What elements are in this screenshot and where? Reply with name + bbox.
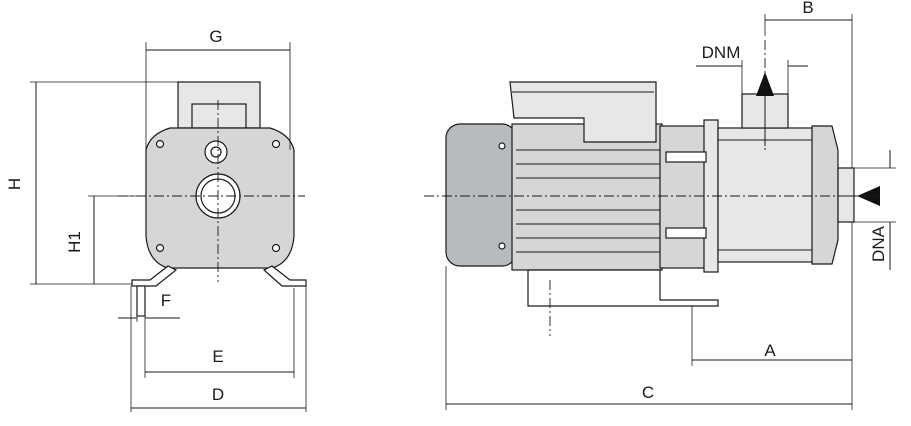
label-H: H — [5, 178, 24, 190]
side-dimensions — [445, 14, 896, 410]
front-left-foot — [131, 265, 178, 287]
motor-body — [511, 123, 663, 271]
pump-tie-rod-bottom — [665, 227, 707, 239]
label-G: G — [209, 27, 222, 46]
suction-arrow-icon — [857, 186, 880, 206]
label-A: A — [764, 341, 776, 360]
label-DNM: DNM — [702, 43, 741, 62]
label-F: F — [161, 291, 171, 310]
terminal-box — [509, 81, 657, 143]
label-H1: H1 — [65, 231, 84, 253]
side-view — [424, 40, 880, 336]
front-dimensions — [30, 42, 307, 412]
front-bolt-bl — [155, 243, 165, 253]
motor-bolt-bottom — [498, 242, 506, 250]
front-upper-port-inner — [210, 146, 222, 158]
suction-port — [837, 167, 855, 223]
label-C: C — [642, 383, 654, 402]
pump-adaptor — [659, 125, 711, 269]
label-B: B — [802, 0, 813, 17]
motor-bolt-top — [498, 142, 506, 150]
pump-tie-rod-top — [665, 151, 707, 163]
pump-end-cap — [811, 125, 839, 265]
front-discharge-flange — [191, 103, 247, 129]
label-DNA: DNA — [869, 225, 888, 262]
front-bolt-tl — [155, 139, 165, 149]
pump-stage-body — [717, 127, 815, 263]
motor-bracket — [527, 269, 719, 307]
front-foot-tab — [136, 285, 146, 317]
front-bolt-br — [271, 243, 281, 253]
front-right-foot — [262, 265, 307, 287]
label-D: D — [212, 385, 224, 404]
front-view — [118, 81, 307, 317]
label-E: E — [212, 347, 223, 366]
front-bolt-tr — [271, 139, 281, 149]
